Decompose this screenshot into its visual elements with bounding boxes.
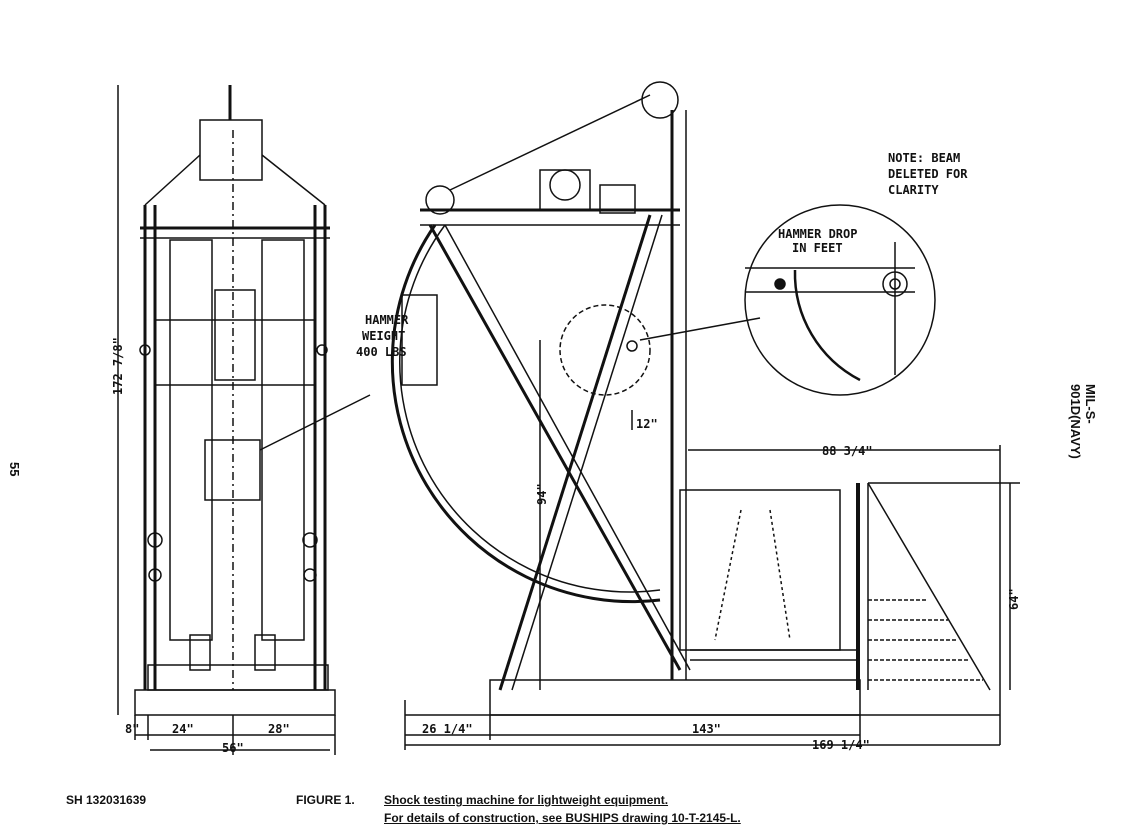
sheet-id: SH 132031639 bbox=[66, 793, 147, 807]
dim-169: 169 1/4" bbox=[812, 738, 870, 752]
dim-anvil-width: 88 3/4" bbox=[822, 444, 873, 458]
dim-drop-height: 94" bbox=[535, 483, 549, 505]
dim-overall-height: 172 7/8" bbox=[111, 337, 125, 395]
figure-title: Shock testing machine for lightweight eq… bbox=[384, 793, 669, 807]
dim-143: 143" bbox=[692, 722, 721, 736]
page-number: 55 bbox=[7, 462, 22, 477]
figure-number: FIGURE 1. bbox=[296, 793, 355, 807]
dim-24: 24" bbox=[172, 722, 194, 736]
document-id: MIL-S-901D(NAVY) bbox=[1068, 384, 1098, 459]
figure-subtitle: For details of construction, see BUSHIPS… bbox=[384, 811, 741, 825]
svg-text:400 LBS: 400 LBS bbox=[356, 345, 407, 359]
svg-text:DELETED FOR: DELETED FOR bbox=[888, 167, 968, 181]
svg-text:HAMMER: HAMMER bbox=[365, 313, 409, 327]
dim-anvil-height: 64" bbox=[1007, 588, 1021, 610]
dim-8: 8" bbox=[125, 722, 139, 736]
dim-pivot-offset: 12" bbox=[636, 417, 658, 431]
dim-26: 26 1/4" bbox=[422, 722, 473, 736]
svg-text:WEIGHT: WEIGHT bbox=[362, 329, 405, 343]
note-label: NOTE: BEAM DELETED FOR CLARITY bbox=[888, 151, 968, 197]
front-view bbox=[117, 85, 336, 755]
svg-text:IN FEET: IN FEET bbox=[792, 241, 843, 255]
dim-28: 28" bbox=[268, 722, 290, 736]
side-view bbox=[390, 81, 1020, 750]
dim-56: 56" bbox=[222, 741, 244, 755]
svg-text:HAMMER DROP: HAMMER DROP bbox=[778, 227, 857, 241]
svg-text:CLARITY: CLARITY bbox=[888, 183, 939, 197]
svg-text:NOTE: BEAM: NOTE: BEAM bbox=[888, 151, 960, 165]
hammer-drop-label: HAMMER DROP IN FEET bbox=[778, 227, 857, 255]
